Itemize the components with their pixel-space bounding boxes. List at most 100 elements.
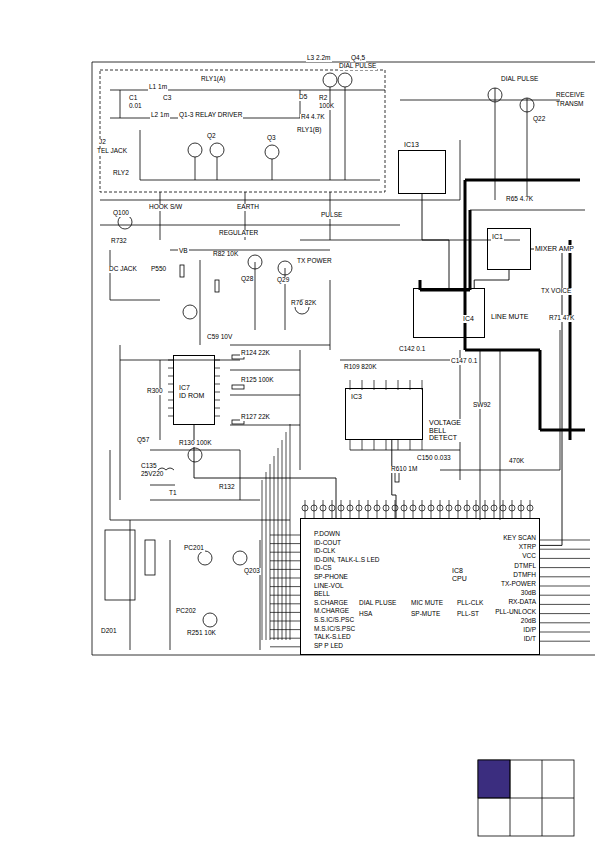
- component-label: R300: [146, 388, 164, 395]
- component-label: TX POWER: [296, 258, 333, 265]
- pin-name: PLL-UNLOCK: [494, 609, 537, 616]
- wire: [262, 480, 263, 640]
- wire: [540, 576, 590, 577]
- wire: [270, 646, 300, 647]
- wire: [270, 569, 300, 570]
- wire: [215, 400, 220, 401]
- wire: [270, 612, 300, 613]
- pin-circle: [473, 505, 479, 511]
- component-label: R109 820K: [343, 364, 378, 371]
- wire: [270, 543, 300, 544]
- component-label: C135: [140, 463, 158, 470]
- wire: [323, 500, 324, 518]
- pin-circle: [320, 505, 326, 511]
- chip-label: IC4: [462, 315, 475, 323]
- pin-name: ID-COUT: [313, 540, 342, 547]
- pin-name: 30dB: [520, 590, 537, 597]
- wire: [282, 440, 283, 640]
- pin-name: SP-PHONE: [313, 574, 349, 581]
- chip-label: IC3: [350, 393, 363, 401]
- component-label: C59 10V: [206, 334, 233, 341]
- chip-label: IC13: [403, 141, 420, 149]
- ic-chip: IC7ID ROM: [173, 355, 215, 425]
- component-label: RLY1(A): [200, 76, 226, 83]
- component-label: R65 4.7K: [505, 196, 534, 203]
- component-label: L1 1m: [148, 84, 168, 91]
- wire: [413, 500, 414, 518]
- component-label: 0.01: [128, 103, 143, 110]
- wire: [266, 472, 267, 640]
- signal-wire: [194, 425, 336, 518]
- component-label: HOOK S/W: [148, 204, 183, 211]
- pin-circle: [347, 505, 353, 511]
- wire: [270, 638, 300, 639]
- pin-name: VCC: [521, 553, 537, 560]
- pin-circle: [365, 505, 371, 511]
- component-label: PC201: [183, 545, 205, 552]
- wire: [485, 500, 486, 518]
- component-label: Q4,5: [350, 55, 366, 62]
- pin-name: M.S.IC/S.PSC: [313, 626, 356, 633]
- wire: [368, 500, 369, 518]
- pin-name: DTMFL: [513, 563, 537, 570]
- component-label: R127 22K: [240, 414, 271, 421]
- component-label: EARTH: [236, 204, 260, 211]
- component-label: PLL-ST: [456, 611, 480, 618]
- pin-circle: [482, 505, 488, 511]
- pin-circle: [455, 505, 461, 511]
- pin-circle: [392, 505, 398, 511]
- wire: [540, 586, 590, 587]
- pin-circle: [419, 505, 425, 511]
- chip-label: IC1: [491, 233, 504, 241]
- component-label: L3 2.2m: [306, 55, 332, 62]
- pin-circle: [338, 505, 344, 511]
- ic-chip: IC13: [398, 150, 446, 194]
- component-label: C147 0.1: [450, 358, 478, 365]
- wire: [332, 500, 333, 518]
- wire: [404, 500, 405, 518]
- component-label: R732: [110, 238, 128, 245]
- component-label: R124 22K: [240, 350, 271, 357]
- chip-label: LINE MUTE: [490, 313, 529, 321]
- wire: [386, 500, 387, 518]
- wire: [503, 500, 504, 518]
- wire: [215, 384, 220, 385]
- component-label: C150 0.033: [416, 455, 452, 462]
- wire: [494, 500, 495, 518]
- wire: [270, 464, 271, 640]
- component-label: R71 47K: [548, 315, 575, 322]
- pin-circle: [500, 505, 506, 511]
- component-label: C142 0.1: [398, 346, 426, 353]
- wire: [270, 560, 300, 561]
- ic-chip: IC4LINE MUTE: [413, 288, 485, 338]
- chip-label: CPU: [451, 575, 468, 583]
- wire: [440, 500, 441, 518]
- pin-circle: [527, 505, 533, 511]
- component-label: Q28: [240, 276, 254, 283]
- component-label: PLL-CLK: [456, 600, 484, 607]
- wire: [422, 500, 423, 518]
- wire: [215, 392, 220, 393]
- component-label: Q100: [112, 210, 130, 217]
- wire: [278, 448, 279, 640]
- component-label: RECEIVE: [555, 92, 586, 99]
- wire: [540, 558, 590, 559]
- wire: [431, 500, 432, 518]
- wire: [290, 424, 291, 640]
- wire: [374, 440, 375, 450]
- component-label: Q29: [276, 277, 290, 284]
- wire: [362, 440, 363, 450]
- component-label: DIAL PLUSE: [358, 600, 397, 607]
- chip-label: ID ROM: [178, 392, 205, 400]
- wire: [476, 500, 477, 518]
- pin-name: TALK-S.LED: [313, 634, 352, 641]
- wire: [350, 500, 351, 518]
- wire: [398, 440, 399, 450]
- component-label: R610 1M: [390, 466, 418, 473]
- signal-wire: [422, 194, 449, 288]
- pin-circle: [401, 505, 407, 511]
- pin-circle: [329, 505, 335, 511]
- wire: [270, 586, 300, 587]
- wire: [215, 368, 220, 369]
- component-label: DIAL PULSE: [338, 63, 377, 70]
